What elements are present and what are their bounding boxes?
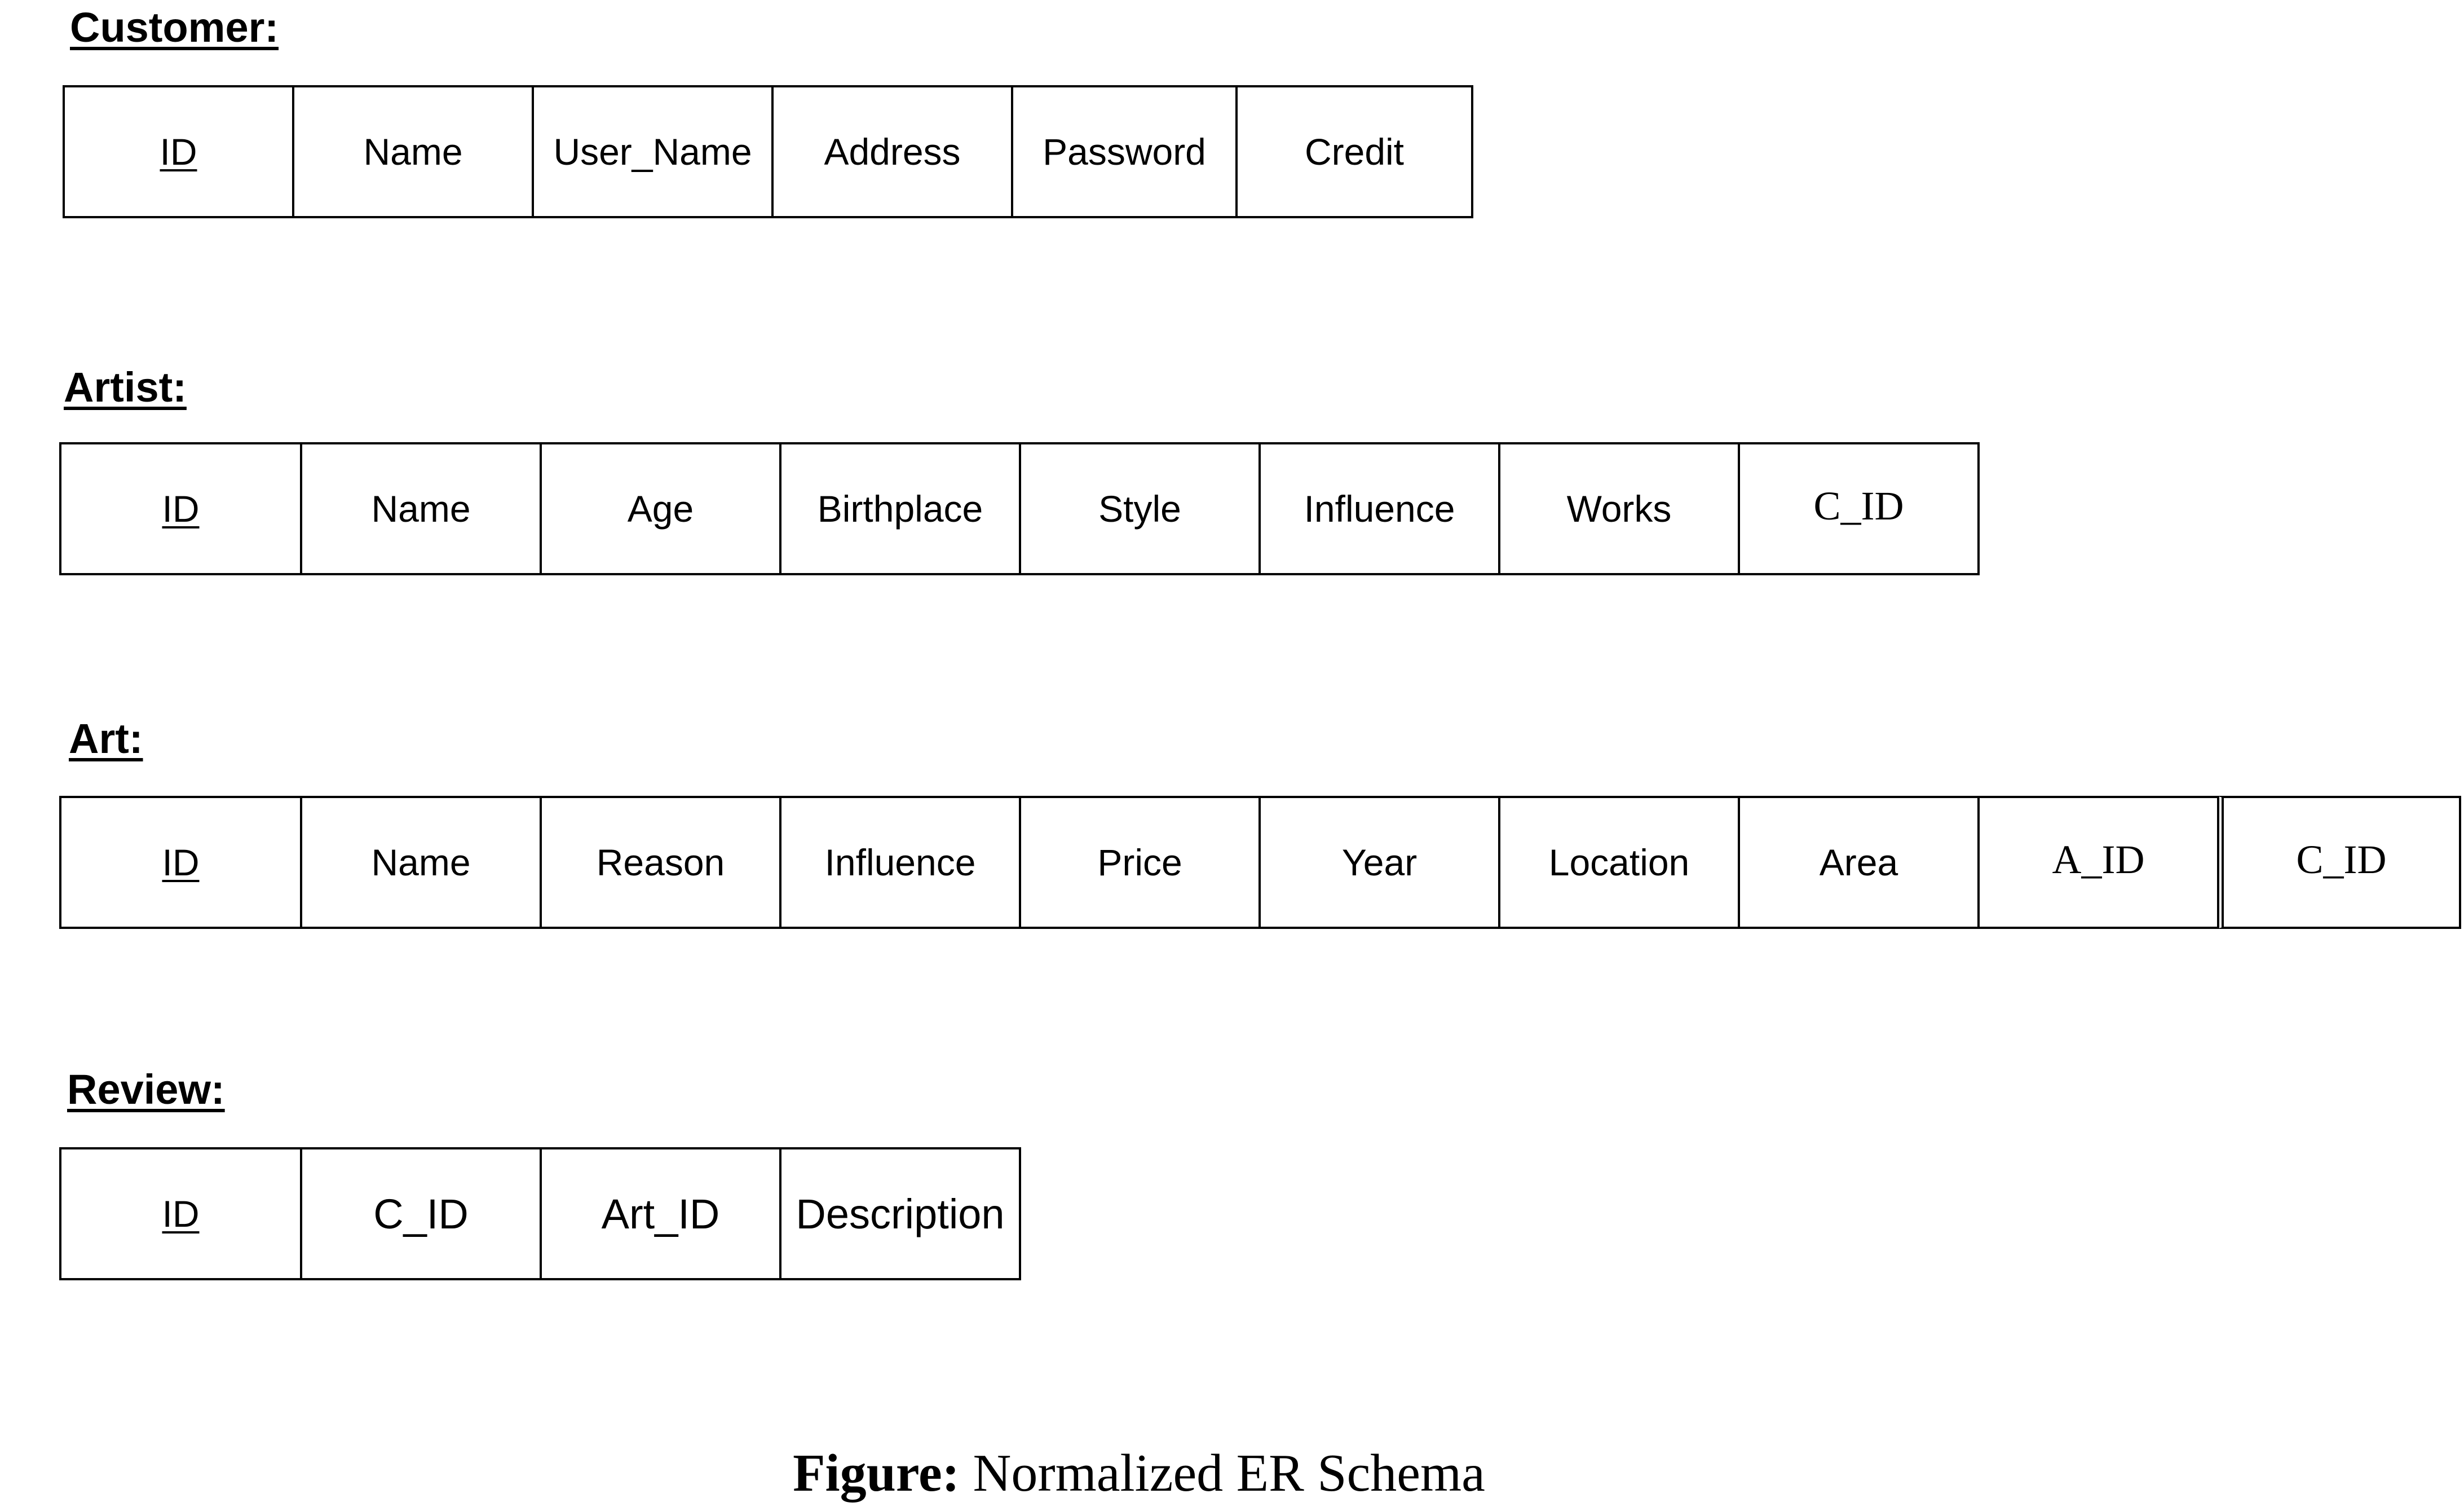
column-label: Name <box>363 131 463 173</box>
artist-works-column: Works <box>1498 442 1740 575</box>
artist-style-column: Style <box>1019 442 1261 575</box>
column-label: Name <box>371 842 471 883</box>
column-label: Birthplace <box>817 488 983 530</box>
art-influence-column: Influence <box>779 796 1021 929</box>
column-label: C_ID <box>1813 483 1904 528</box>
column-label: Price <box>1097 842 1182 883</box>
review-table-title: Review: <box>67 1066 225 1113</box>
column-label: ID <box>162 488 200 530</box>
review-id-column: ID <box>59 1147 302 1280</box>
column-label: Year <box>1341 842 1418 883</box>
artist-table-title: Artist: <box>64 364 187 411</box>
column-label: Address <box>824 131 961 173</box>
figure-caption-label: Figure: <box>793 1444 960 1503</box>
figure-caption-text: Normalized ER Schema <box>973 1444 1485 1503</box>
customer-table: ID Name User_Name Address Password Credi… <box>63 85 1473 218</box>
art-table: ID Name Reason Influence Price Year Loca… <box>59 796 2461 929</box>
column-label: Credit <box>1304 131 1405 173</box>
artist-cid-column: C_ID <box>1738 442 1980 575</box>
customer-credit-column: Credit <box>1235 85 1473 218</box>
art-area-column: Area <box>1738 796 1980 929</box>
art-name-column: Name <box>300 796 542 929</box>
review-description-column: Description <box>779 1147 1021 1280</box>
column-label: Location <box>1548 842 1690 883</box>
review-table: ID C_ID Art_ID Description <box>59 1147 1021 1280</box>
art-id-column: ID <box>59 796 302 929</box>
customer-table-title: Customer: <box>70 4 279 51</box>
art-year-column: Year <box>1259 796 1500 929</box>
column-label: Description <box>796 1190 1005 1237</box>
column-label: Influence <box>1304 488 1455 530</box>
column-label: Area <box>1819 842 1898 883</box>
art-price-column: Price <box>1019 796 1261 929</box>
column-label: User_Name <box>553 131 752 173</box>
art-location-column: Location <box>1498 796 1740 929</box>
column-label: Art_ID <box>601 1190 720 1237</box>
review-artid-column: Art_ID <box>540 1147 781 1280</box>
art-reason-column: Reason <box>540 796 781 929</box>
artist-birthplace-column: Birthplace <box>779 442 1021 575</box>
column-label: ID <box>162 1193 200 1235</box>
column-label: Name <box>371 488 471 530</box>
artist-age-column: Age <box>540 442 781 575</box>
art-table-title: Art: <box>69 715 143 762</box>
column-label: Age <box>627 488 694 530</box>
artist-influence-column: Influence <box>1259 442 1500 575</box>
column-label: Influence <box>824 842 976 883</box>
review-cid-column: C_ID <box>300 1147 542 1280</box>
column-label: C_ID <box>373 1190 469 1237</box>
customer-username-column: User_Name <box>532 85 774 218</box>
artist-name-column: Name <box>300 442 542 575</box>
column-label: Reason <box>596 842 725 883</box>
column-label: Style <box>1098 488 1181 530</box>
column-label: Password <box>1043 131 1206 173</box>
figure-caption: Figure: Normalized ER Schema <box>0 1447 2278 1500</box>
customer-password-column: Password <box>1011 85 1238 218</box>
artist-table: ID Name Age Birthplace Style Influence W… <box>59 442 1980 575</box>
art-aid-column: A_ID <box>1977 796 2219 929</box>
column-label: C_ID <box>2296 836 2387 882</box>
customer-name-column: Name <box>292 85 534 218</box>
column-label: Works <box>1566 488 1672 530</box>
customer-id-column: ID <box>63 85 294 218</box>
column-label: A_ID <box>2052 836 2145 882</box>
customer-address-column: Address <box>771 85 1013 218</box>
artist-id-column: ID <box>59 442 302 575</box>
art-cid-column: C_ID <box>2217 796 2461 929</box>
column-label: ID <box>162 842 200 883</box>
column-label: ID <box>160 131 197 173</box>
